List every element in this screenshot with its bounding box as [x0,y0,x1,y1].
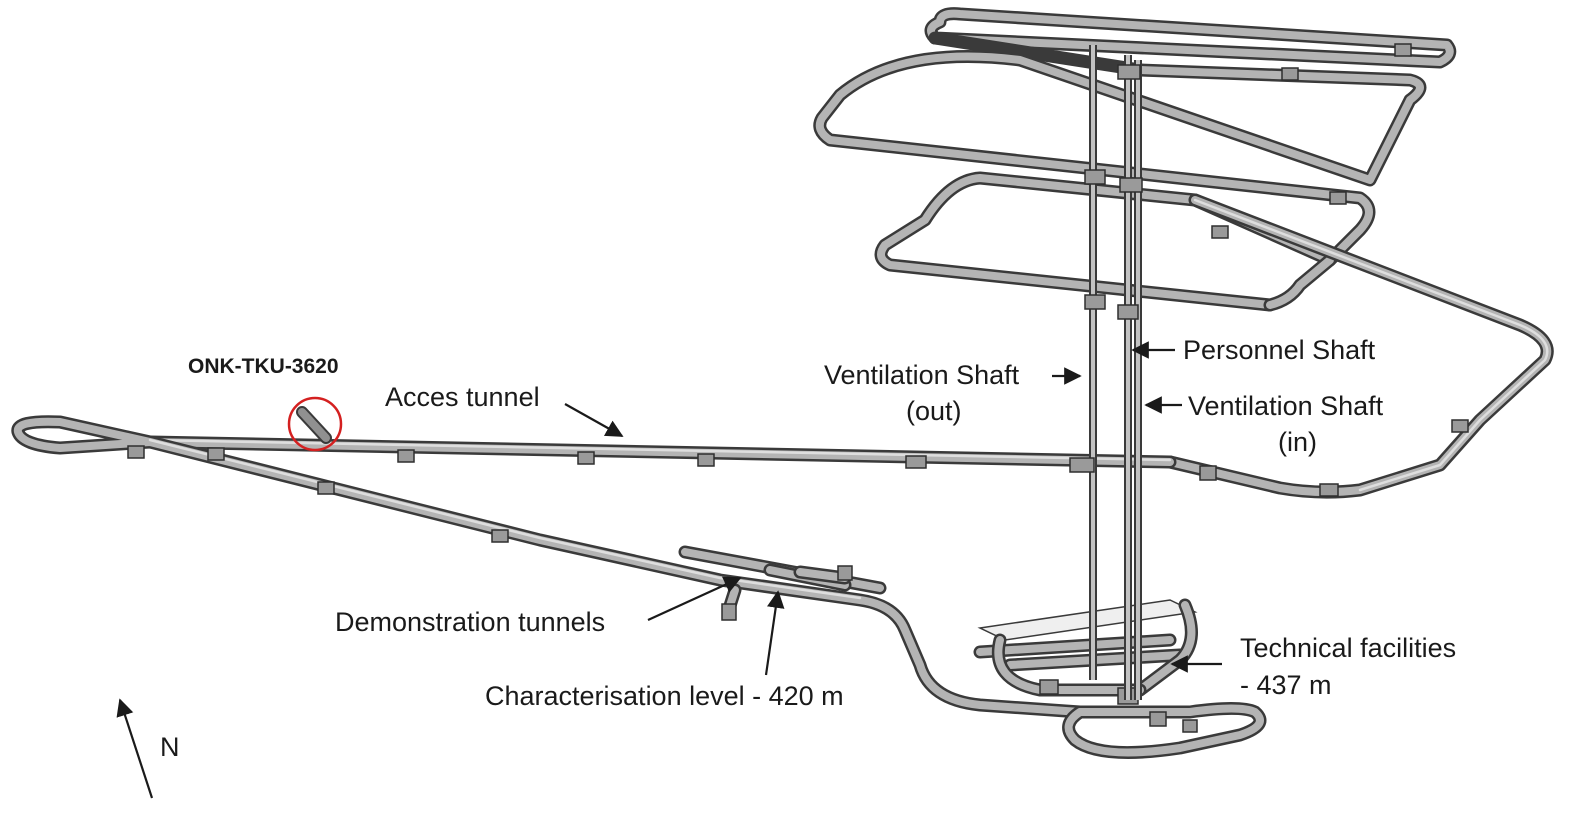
access-tunnel-label: Acces tunnel [385,382,540,412]
demo-tunnels-arrow [647,576,742,622]
north-label: N [160,732,180,762]
vent-out-label-line1: Ventilation Shaft [824,360,1020,390]
tech-facilities-label-line2: - 437 m [1240,670,1332,700]
personnel-shaft-label: Personnel Shaft [1183,335,1376,365]
demonstration-tunnels [678,545,887,621]
vent-in-label-line2: (in) [1278,427,1317,457]
borehole-marker [287,396,343,452]
access-tunnel [143,435,1177,469]
char-level-label: Characterisation level - 420 m [485,681,844,711]
borehole-label: ONK-TKU-3620 [188,355,339,378]
vent-out-label-line2: (out) [906,396,962,426]
vent-in-label-line1: Ventilation Shaft [1188,391,1384,421]
west-loop [11,415,1087,719]
spiral-ramp [813,7,1554,499]
tech-facilities-label-line1: Technical facilities [1240,633,1456,663]
demo-tunnels-label: Demonstration tunnels [335,607,605,637]
char-level-arrow [764,590,785,676]
tunnel-niches [127,43,1469,543]
technical-facilities [973,598,1267,759]
north-arrow: N [116,698,180,799]
north-arrow-icon [116,698,154,799]
access-tunnel-arrow [564,403,624,437]
shafts [1089,45,1142,700]
